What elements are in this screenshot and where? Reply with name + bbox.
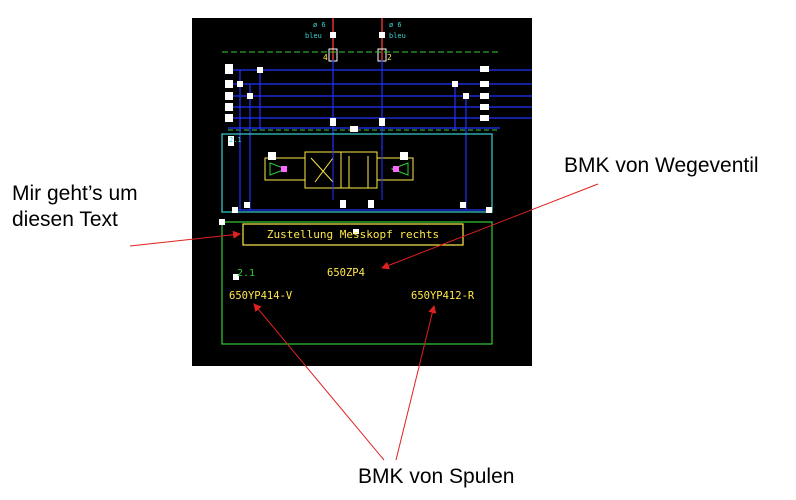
terminal bbox=[228, 136, 234, 146]
junction bbox=[330, 118, 336, 126]
directional-valve bbox=[244, 150, 466, 208]
coil-right-bmk-label: 650YP412-R bbox=[411, 290, 475, 302]
arrow-to-coil-right bbox=[395, 305, 437, 461]
port-left-marker bbox=[330, 32, 336, 38]
ref-label: 2.1 bbox=[237, 268, 255, 279]
coil-left-bmk-label: 650YP414-V bbox=[229, 290, 293, 302]
terminal bbox=[480, 115, 489, 121]
right-terminals bbox=[480, 66, 489, 121]
terminal bbox=[480, 104, 489, 110]
vertical-links bbox=[239, 60, 467, 210]
junction bbox=[452, 81, 458, 87]
valve-arrow bbox=[310, 157, 334, 183]
arrow-to-text bbox=[129, 230, 241, 247]
terminal bbox=[480, 66, 489, 72]
valve-coil-right bbox=[376, 157, 414, 181]
coil-connector bbox=[400, 152, 408, 160]
schematic-background bbox=[192, 18, 532, 366]
junction bbox=[247, 93, 253, 99]
function-text-box bbox=[242, 223, 464, 246]
label-frame bbox=[221, 221, 493, 345]
port-right-color: bleu bbox=[389, 32, 406, 40]
port-left-size: ø 6 bbox=[313, 21, 326, 29]
terminal bbox=[225, 92, 233, 100]
junction bbox=[350, 126, 358, 132]
annotation-bottom: BMK von Spulen bbox=[358, 465, 515, 488]
frame-marker bbox=[353, 229, 359, 234]
port-left-number: 4 bbox=[323, 53, 328, 62]
junction bbox=[340, 200, 346, 208]
terminal bbox=[480, 81, 489, 87]
annotation-arrows bbox=[129, 183, 599, 461]
ref-marker bbox=[233, 274, 239, 280]
junction bbox=[379, 118, 385, 126]
left-terminals bbox=[225, 64, 234, 146]
terminal bbox=[225, 103, 233, 111]
valve-frame bbox=[221, 133, 493, 213]
annotation-top-right: BMK von Wegeventil bbox=[564, 154, 759, 177]
arrow-to-valve-bmk bbox=[381, 183, 599, 270]
port-right-size: ø 6 bbox=[389, 21, 402, 29]
terminal bbox=[486, 207, 492, 213]
junction bbox=[244, 202, 250, 208]
coil-pin bbox=[393, 166, 399, 172]
port-left-color: bleu bbox=[305, 32, 322, 40]
terminal bbox=[225, 80, 233, 88]
frame-corner bbox=[219, 219, 225, 225]
junctions bbox=[237, 67, 469, 132]
terminal bbox=[480, 93, 489, 99]
annotation-left: Mir geht’s um diesen Text bbox=[12, 181, 138, 233]
junction bbox=[257, 67, 263, 73]
annotation-left-line1: Mir geht’s um bbox=[12, 182, 138, 205]
terminal bbox=[225, 64, 233, 74]
coil-pin bbox=[281, 166, 287, 172]
port-right-marker bbox=[379, 32, 385, 38]
valve-arrow bbox=[314, 157, 334, 183]
arrow-to-coil-left bbox=[253, 303, 385, 461]
valve-bmk-label: 650ZP4 bbox=[327, 267, 365, 279]
junction bbox=[237, 81, 243, 87]
junction bbox=[368, 200, 374, 208]
junction bbox=[463, 93, 469, 99]
function-text: Zustellung Messkopf rechts bbox=[267, 228, 439, 241]
coil-connector bbox=[268, 152, 276, 160]
valve-spring-left bbox=[269, 162, 288, 176]
ref-small-label: 2.1 bbox=[229, 136, 242, 144]
junction bbox=[460, 202, 466, 208]
annotation-left-line2: diesen Text bbox=[12, 208, 118, 231]
port-right-number: 2 bbox=[387, 53, 392, 62]
terminal bbox=[232, 207, 238, 213]
schematic-canvas: ø 6 bleu ø 6 bleu 4 2 bbox=[192, 18, 532, 366]
valve-spring-right bbox=[390, 162, 409, 176]
terminal bbox=[225, 114, 233, 122]
